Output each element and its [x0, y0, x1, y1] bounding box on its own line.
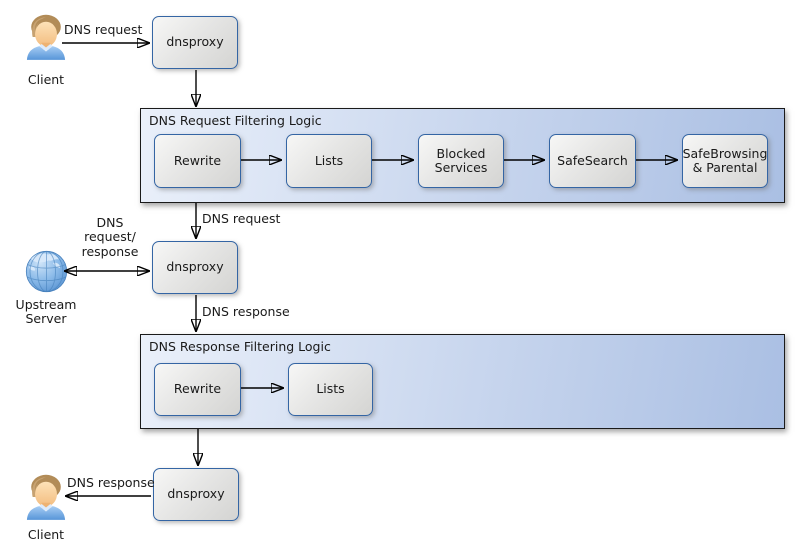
dnsproxy-top-node: dnsproxy [152, 16, 238, 69]
dnsproxy-middle-node: dnsproxy [152, 241, 238, 294]
step-rewrite: Rewrite [154, 134, 241, 188]
upstream-server-label: Upstream Server [15, 297, 77, 327]
client-bottom-actor [25, 473, 67, 524]
edge-label-proxy-response: DNS response [202, 304, 290, 319]
edge-label-client-request: DNS request [64, 22, 143, 37]
step-lists-response: Lists [288, 363, 373, 416]
edge-label-client-response: DNS response [67, 475, 155, 490]
step-rewrite-response: Rewrite [154, 363, 241, 416]
client-bottom-label: Client [27, 527, 65, 542]
globe-icon [25, 250, 68, 293]
request-filtering-container: DNS Request Filtering Logic Rewrite List… [140, 108, 785, 203]
client-top-actor [25, 13, 67, 64]
step-lists: Lists [286, 134, 372, 188]
step-safesearch: SafeSearch [549, 134, 636, 188]
edge-label-upstream-exchange: DNS request/ response [81, 215, 139, 259]
response-filtering-container: DNS Response Filtering Logic Rewrite Lis… [140, 334, 785, 429]
step-blocked-services: Blocked Services [418, 134, 504, 188]
dnsproxy-bottom-node: dnsproxy [153, 468, 239, 521]
client-top-label: Client [27, 72, 65, 87]
upstream-server-actor [25, 250, 68, 296]
request-filtering-title: DNS Request Filtering Logic [149, 113, 322, 128]
response-filtering-title: DNS Response Filtering Logic [149, 339, 331, 354]
edge-label-filtered-request: DNS request [202, 211, 281, 226]
client-icon [26, 14, 66, 60]
client-icon [26, 474, 66, 520]
step-safebrowsing-parental: SafeBrowsing & Parental [682, 134, 768, 188]
